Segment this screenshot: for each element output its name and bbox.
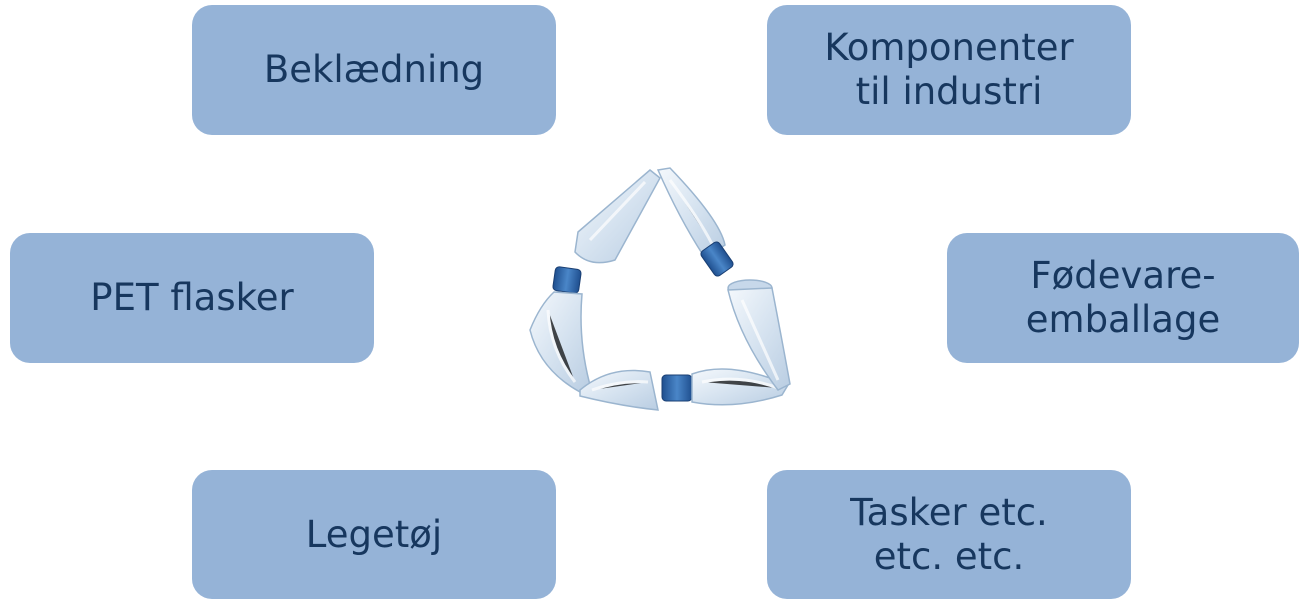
box-legetoj-line-1: Legetøj: [305, 512, 443, 556]
box-komponenter-til-industri: Komponenter til industri: [767, 5, 1131, 135]
box-tasker-line-2: etc. etc.: [873, 534, 1025, 578]
box-tasker-line-1: Tasker etc.: [850, 490, 1048, 534]
bottle-bottom-left: [579, 369, 659, 411]
box-fodevare-line-1: Fødevare-: [1030, 254, 1216, 297]
box-fodevare-line-2: emballage: [1025, 298, 1221, 341]
box-pet-flasker: PET flasker: [10, 233, 374, 363]
recycle-bottles-icon: [520, 160, 800, 420]
bottle-right: [727, 279, 791, 391]
bottle-bottom-right: [661, 368, 790, 406]
bottle-top-right: [656, 167, 734, 277]
bottle-top-left: [574, 169, 661, 264]
box-pet-line-1: PET flasker: [90, 276, 294, 319]
box-komponenter-line-2: til industri: [855, 70, 1043, 113]
box-beklaedning-line-1: Beklædning: [263, 48, 485, 91]
box-komponenter-line-1: Komponenter: [824, 26, 1074, 69]
box-beklaedning: Beklædning: [192, 5, 556, 135]
box-fodevare-emballage: Fødevare- emballage: [947, 233, 1299, 363]
bottle-left: [529, 266, 591, 393]
box-legetoj: Legetøj: [192, 470, 556, 599]
box-tasker-etc: Tasker etc. etc. etc.: [767, 470, 1131, 599]
